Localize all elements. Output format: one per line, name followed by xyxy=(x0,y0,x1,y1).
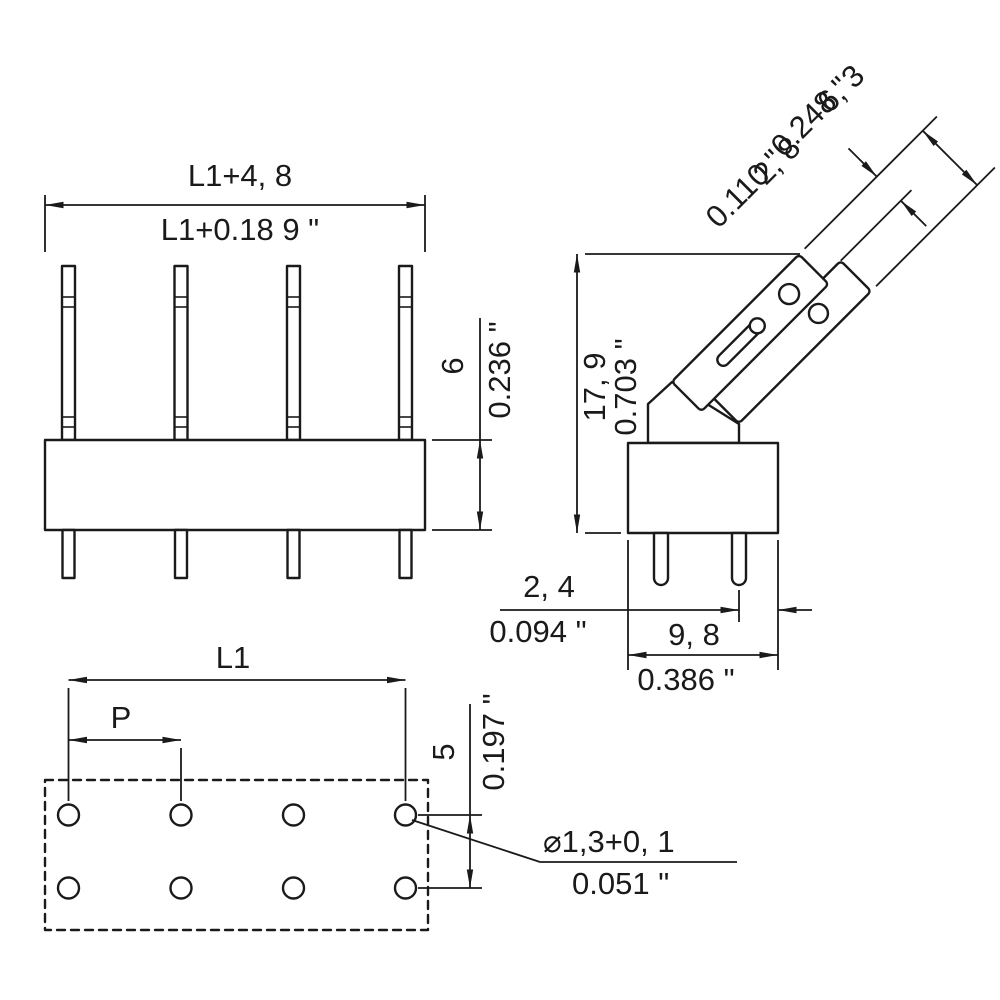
extension-line xyxy=(840,189,913,262)
footprint-dimensions: L1 P 5 0.197 " ⌀1,3+0, 1 0.051 " xyxy=(67,640,737,901)
front-length-mm-label: L1+4, 8 xyxy=(188,158,292,193)
tab-hole-front xyxy=(777,282,801,306)
side-body xyxy=(626,441,780,535)
pin-bottom xyxy=(398,528,413,580)
front-view-dimensions: L1+4, 8 L1+0.18 9 " 6 0.236 " xyxy=(44,158,517,531)
footprint-outline xyxy=(43,778,430,932)
tab-dimension-lines xyxy=(804,115,996,287)
side-pin xyxy=(730,531,748,587)
footprint-hole xyxy=(281,876,306,900)
leader-line xyxy=(411,819,737,863)
dimension-arrow-line xyxy=(847,147,878,178)
footprint-hole xyxy=(169,876,193,900)
total-height-in-label: 0.703 " xyxy=(608,338,643,435)
dimension-line xyxy=(922,130,978,186)
side-view xyxy=(626,254,871,587)
pin-top xyxy=(285,264,302,442)
depth-in-label: 0.386 " xyxy=(637,662,734,697)
front-height-in-label: 0.236 " xyxy=(482,321,517,418)
hole-diameter-mm-label: ⌀1,3+0, 1 xyxy=(543,824,675,859)
row-spacing-mm-label: 5 xyxy=(426,743,461,760)
faston-tabs xyxy=(672,254,871,423)
front-body xyxy=(43,438,427,532)
dimension-arrow-line xyxy=(900,200,927,227)
front-length-in-label: L1+0.18 9 " xyxy=(161,212,319,247)
depth-mm-label: 9, 8 xyxy=(668,617,720,652)
pin-edge-in-label: 0.094 " xyxy=(489,614,586,649)
footprint-view xyxy=(43,778,430,932)
pin-bottom xyxy=(61,528,76,580)
tab-slot-end xyxy=(748,317,766,335)
footprint-pitch-label: P xyxy=(111,700,132,735)
footprint-hole xyxy=(281,803,306,827)
side-pin xyxy=(652,531,670,587)
hole-diameter-in-label: 0.051 " xyxy=(572,866,669,901)
extension-line xyxy=(875,166,996,287)
front-view xyxy=(43,264,427,580)
total-height-mm-label: 17, 9 xyxy=(577,353,612,422)
tab-offset-in-label: 0.110 " xyxy=(699,143,791,235)
row-spacing-in-label: 0.197 " xyxy=(476,693,511,790)
footprint-length-label: L1 xyxy=(216,640,250,675)
footprint-hole xyxy=(393,876,418,900)
tab-hole-rear xyxy=(807,302,830,325)
pin-bottom xyxy=(173,528,189,580)
pin-bottom xyxy=(286,528,301,580)
extension-line xyxy=(804,115,938,250)
front-height-mm-label: 6 xyxy=(435,357,470,374)
footprint-hole xyxy=(169,803,193,827)
footprint-hole xyxy=(56,876,81,900)
footprint-hole xyxy=(56,803,81,827)
footprint-hole xyxy=(393,803,418,827)
pin-top xyxy=(173,264,189,442)
pin-top xyxy=(397,264,414,442)
pin-edge-mm-label: 2, 4 xyxy=(523,569,575,604)
pin-top xyxy=(60,264,77,442)
